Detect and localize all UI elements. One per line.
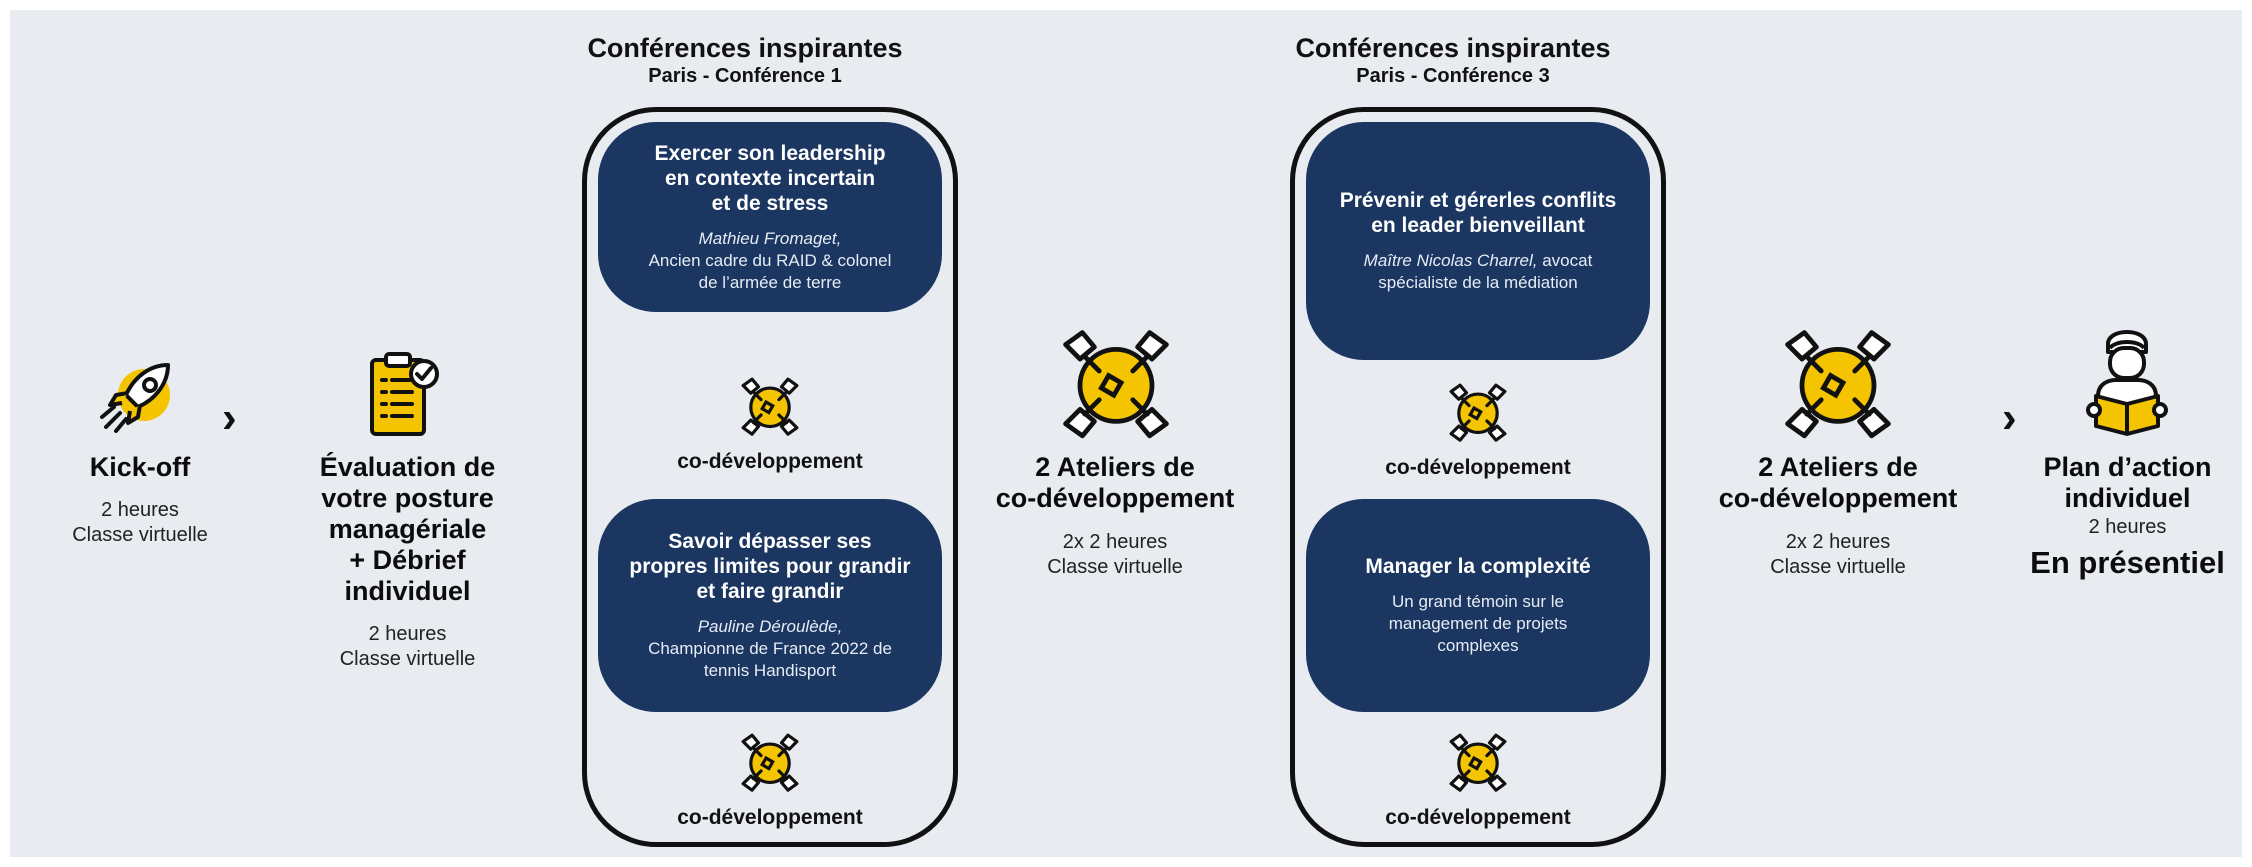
conf1-subheading: Paris - Conférence 1 [648,65,842,87]
ateliers2-duration: 2x 2 heures [1785,531,1891,553]
chevron-right-icon: › [222,393,237,442]
plan-duration: 2 heures [2088,516,2167,538]
program-diagram: Kick-off 2 heures Classe virtuelle › Éva… [10,10,2242,857]
ateliers2-mode: Classe virtuelle [1770,556,1906,578]
speaker-desc: avocat spécialiste de la médiation [1378,251,1593,292]
codev-network-icon [1446,380,1510,444]
codev-network-icon [1056,322,1176,444]
card-title: Savoir dépasser ses propres limites pour… [629,530,911,603]
conf3-capsule: Prévenir et gérerles conflits en leader … [1290,107,1666,847]
card-speaker: Maître Nicolas Charrel, avocat spécialis… [1364,250,1593,294]
speaker-desc: Championne de France 2022 de tennis Hand… [648,639,892,680]
evaluation-duration: 2 heures [368,623,447,645]
conf3-card-complexite: Manager la complexité Un grand témoin su… [1306,499,1650,712]
speaker-name: Mathieu Fromaget, [698,228,842,248]
chevron-right-icon: › [2002,393,2017,442]
rocket-icon [90,355,190,445]
speaker-name: Pauline Déroulède, [697,617,843,636]
codev-network-icon [738,730,802,794]
card-title: Prévenir et gérerles conflits en leader … [1339,189,1617,237]
kickoff-mode: Classe virtuelle [72,524,208,546]
codev-network-icon [738,374,802,438]
ateliers1-title: 2 Ateliers de co-développement [995,452,1235,513]
conf1-card-limites: Savoir dépasser ses propres limites pour… [598,499,942,712]
conf1-codev1-label: co-développement [677,450,863,473]
person-reading-icon [2082,318,2172,438]
speaker-name: Maître Nicolas Charrel, [1363,251,1538,270]
conf3-heading: Conférences inspirantes [1295,33,1611,63]
card-speaker: Mathieu Fromaget,Ancien cadre du RAID & … [649,228,892,294]
ateliers1-mode: Classe virtuelle [1047,556,1183,578]
card-title: Manager la complexité [1365,555,1591,578]
speaker-desc: Ancien cadre du RAID & colonel de l’armé… [648,250,892,292]
codev-network-icon [1778,322,1898,444]
card-desc: Un grand témoin sur le management de pro… [1388,592,1568,655]
evaluation-mode: Classe virtuelle [339,648,476,670]
conf1-card-leadership: Exercer son leadership en contexte incer… [598,122,942,312]
plan-mode: En présentiel [2030,545,2225,580]
conf1-codev2-label: co-développement [677,806,863,829]
conf1-heading: Conférences inspirantes [587,33,903,63]
kickoff-duration: 2 heures [101,499,179,521]
conf3-subheading: Paris - Conférence 3 [1356,65,1550,87]
plan-title: Plan d’action individuel [2043,452,2212,513]
ateliers1-duration: 2x 2 heures [1062,531,1168,553]
conf1-capsule: Exercer son leadership en contexte incer… [582,107,958,847]
conf3-codev1-label: co-développement [1385,456,1571,479]
card-speaker: Pauline Déroulède, Championne de France 2… [648,616,892,682]
conf3-codev2-label: co-développement [1385,806,1571,829]
conf3-card-conflits: Prévenir et gérerles conflits en leader … [1306,122,1650,360]
codev-network-icon [1446,730,1510,794]
clipboard-checklist-icon [350,346,450,446]
ateliers2-title: 2 Ateliers de co-développement [1718,452,1958,513]
kickoff-title: Kick-off [89,452,191,482]
card-title: Exercer son leadership en contexte incer… [654,141,886,215]
evaluation-title: Évaluation de votre posture managériale … [319,452,496,606]
